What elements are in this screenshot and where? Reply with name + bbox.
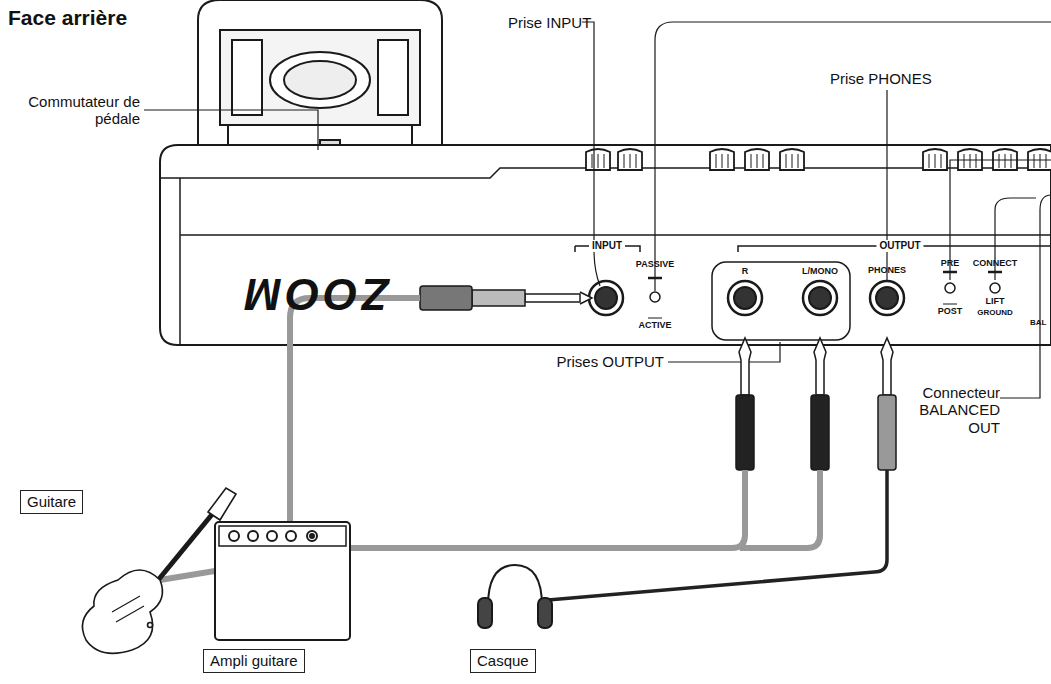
device-label: Casque xyxy=(470,649,536,673)
panel-label: R xyxy=(742,266,749,276)
title: Face arrière xyxy=(8,6,127,30)
panel-label: PRE xyxy=(941,258,960,268)
knob xyxy=(780,149,804,170)
callout-label: Prise PHONES xyxy=(830,70,932,87)
panel-label: BAL xyxy=(1030,318,1046,327)
panel-label: INPUT xyxy=(589,240,625,252)
knob-grip xyxy=(624,154,625,168)
knob-grip xyxy=(716,154,717,168)
plug-body xyxy=(811,395,829,470)
knob xyxy=(618,149,642,170)
node-text: Ampli guitare xyxy=(210,652,298,669)
knob-grip xyxy=(970,154,971,168)
knob-grip xyxy=(722,154,723,168)
panel-label: CONNECT xyxy=(973,258,1018,268)
knob-grip xyxy=(1011,154,1012,168)
knob-grip xyxy=(935,154,936,168)
knob xyxy=(710,149,734,170)
knob-grip xyxy=(964,154,965,168)
callout-label: Commutateur de pédale xyxy=(20,93,140,128)
knob-grip xyxy=(786,154,787,168)
knob xyxy=(923,149,947,170)
knob-grip xyxy=(976,154,977,168)
panel-label: POST xyxy=(938,306,963,316)
plug-body xyxy=(878,395,896,470)
plug-tip xyxy=(814,338,826,395)
knob-grip xyxy=(636,154,637,168)
panel-label: OUTPUT xyxy=(876,240,923,252)
knob xyxy=(745,149,769,170)
knob-grip xyxy=(798,154,799,168)
callout-label: Connecteur BALANCED OUT xyxy=(905,384,1000,436)
knob-grip xyxy=(999,154,1000,168)
knob xyxy=(586,149,610,170)
knob-grip xyxy=(792,154,793,168)
panel-label: LIFT xyxy=(986,296,1005,306)
knob-grip xyxy=(929,154,930,168)
device-label: Ampli guitare xyxy=(203,649,305,673)
plug-body xyxy=(736,395,754,470)
panel-label: PHONES xyxy=(868,265,906,275)
knob-grip xyxy=(728,154,729,168)
node-text: Casque xyxy=(477,652,529,669)
knob-grip xyxy=(757,154,758,168)
knob-grip xyxy=(630,154,631,168)
knob-grip xyxy=(751,154,752,168)
knob-grip xyxy=(592,154,593,168)
plug-tip xyxy=(739,338,751,395)
knob-grip xyxy=(763,154,764,168)
panel-label: GROUND xyxy=(977,308,1013,317)
knob-grip xyxy=(941,154,942,168)
device-label: Guitare xyxy=(20,490,83,514)
knob-grip xyxy=(1046,154,1047,168)
knob-grip xyxy=(1034,154,1035,168)
panel-label: ACTIVE xyxy=(638,320,671,330)
knob-grip xyxy=(604,154,605,168)
knob-grip xyxy=(1005,154,1006,168)
panel-label: PASSIVE xyxy=(636,259,674,269)
knob-grip xyxy=(1040,154,1041,168)
callout-label: Prises OUTPUT xyxy=(556,353,664,370)
panel-label: L/MONO xyxy=(802,266,838,276)
plug-tip xyxy=(881,338,893,395)
callout-label: Prise INPUT xyxy=(508,14,591,31)
node-text: Guitare xyxy=(27,493,76,510)
brand-logo: ZOOM xyxy=(241,268,389,319)
knob-grip xyxy=(598,154,599,168)
